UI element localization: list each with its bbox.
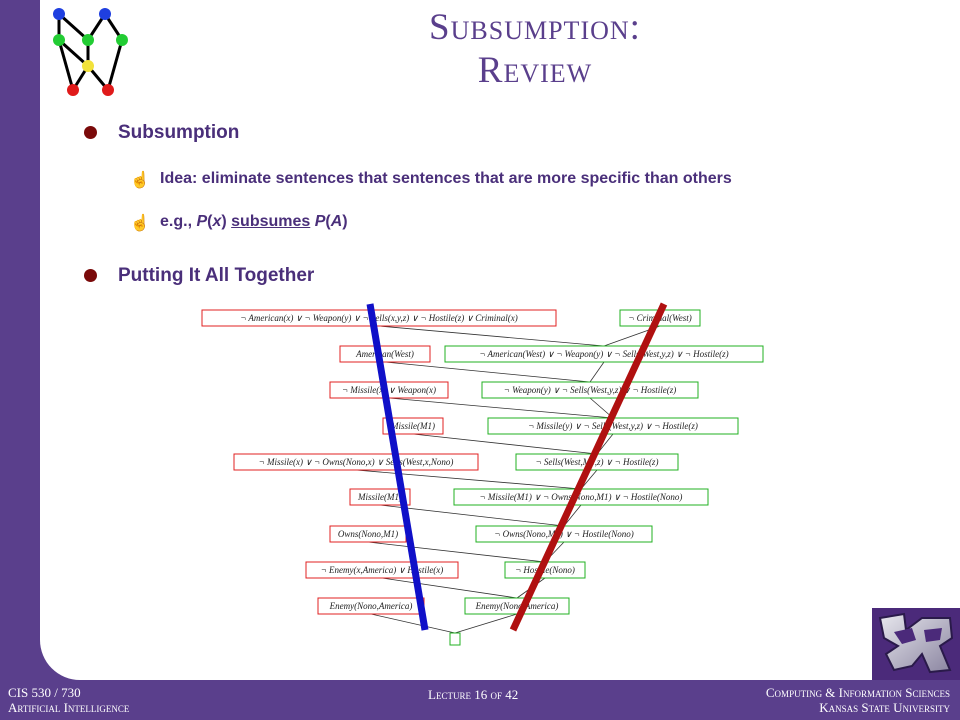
- slide-content: [40, 0, 960, 680]
- wildcat-icon: [878, 612, 954, 674]
- slide-title: Subsumption: Review: [429, 7, 641, 91]
- footer-department: Computing & Information Sciences Kansas …: [765, 685, 950, 715]
- footer-lecture: Lecture 16 of 42: [428, 687, 519, 702]
- pointer-icon: ☝: [130, 172, 150, 189]
- subbullet-idea: ☝ Idea: eliminate sentences that sentenc…: [130, 170, 732, 189]
- subbullet-example: ☝ e.g., P(x) subsumes P(A): [130, 213, 348, 232]
- bullet-dot-icon: [84, 126, 97, 139]
- bullet-putting-together: Putting It All Together: [84, 265, 314, 287]
- pointer-icon: ☝: [130, 215, 150, 232]
- bullet-subsumption: Subsumption: [84, 122, 239, 144]
- kstate-wildcat-logo: [872, 608, 960, 680]
- footer-course: CIS 530 / 730 Artificial Intelligence: [8, 685, 130, 715]
- bullet-dot-icon: [84, 269, 97, 282]
- graph-logo-icon: [53, 8, 128, 96]
